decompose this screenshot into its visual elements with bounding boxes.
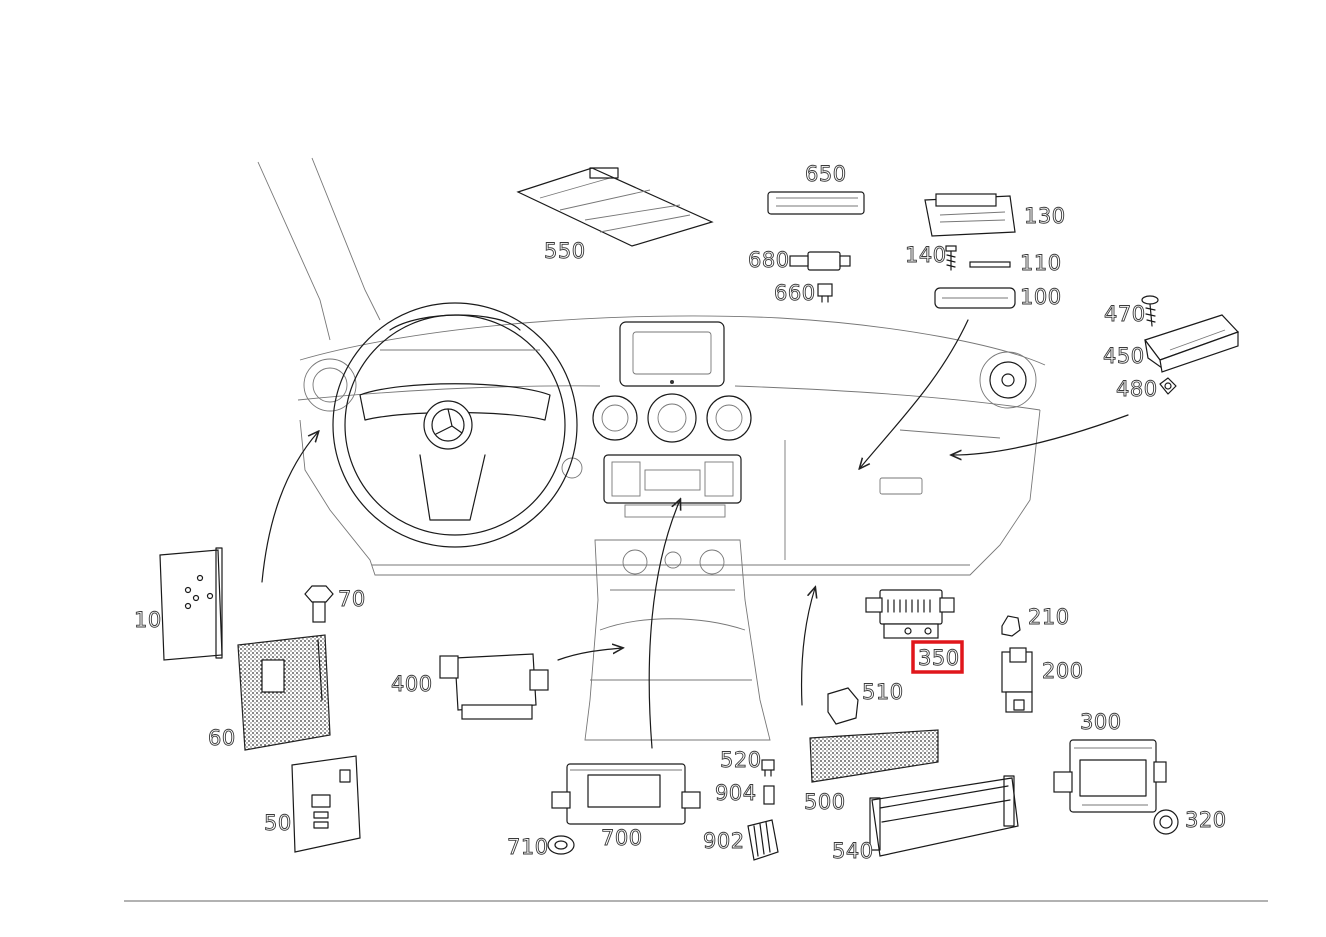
part-350-drawing bbox=[865, 589, 955, 639]
callout-650[interactable]: 650 bbox=[805, 162, 847, 187]
part-100-drawing bbox=[934, 287, 1016, 309]
part-650-drawing bbox=[767, 191, 865, 215]
part-140-drawing bbox=[945, 245, 957, 271]
callout-50[interactable]: 50 bbox=[264, 811, 292, 836]
callout-130[interactable]: 130 bbox=[1024, 204, 1066, 229]
part-710-drawing bbox=[547, 835, 575, 855]
callout-550[interactable]: 550 bbox=[544, 239, 586, 264]
callout-660[interactable]: 660 bbox=[774, 281, 816, 306]
callout-10[interactable]: 10 bbox=[134, 608, 162, 633]
steering-wheel bbox=[332, 302, 578, 548]
part-902-drawing bbox=[747, 819, 779, 861]
part-300-drawing bbox=[1053, 739, 1167, 813]
callout-510[interactable]: 510 bbox=[862, 680, 904, 705]
callout-680[interactable]: 680 bbox=[748, 248, 790, 273]
part-210-drawing bbox=[1001, 615, 1021, 637]
part-200-drawing bbox=[1001, 647, 1033, 713]
callout-70[interactable]: 70 bbox=[338, 587, 366, 612]
part-904-drawing bbox=[763, 785, 775, 805]
callout-902[interactable]: 902 bbox=[703, 829, 745, 854]
part-480-drawing bbox=[1159, 377, 1177, 395]
callout-480[interactable]: 480 bbox=[1116, 377, 1158, 402]
part-10-drawing bbox=[159, 547, 223, 661]
callout-520[interactable]: 520 bbox=[720, 748, 762, 773]
part-700-drawing bbox=[551, 763, 701, 825]
part-70-drawing bbox=[304, 585, 334, 623]
callout-110[interactable]: 110 bbox=[1020, 251, 1062, 276]
part-110-drawing bbox=[969, 261, 1011, 268]
part-550-drawing bbox=[516, 167, 714, 247]
callout-300[interactable]: 300 bbox=[1080, 710, 1122, 735]
callout-710[interactable]: 710 bbox=[507, 835, 549, 860]
part-660-drawing bbox=[817, 283, 833, 303]
dashboard-illustration bbox=[257, 157, 1129, 749]
part-130-drawing bbox=[924, 193, 1016, 237]
callout-350[interactable]: 350 bbox=[918, 646, 960, 671]
part-320-drawing bbox=[1153, 809, 1179, 835]
callout-140[interactable]: 140 bbox=[905, 243, 947, 268]
callout-320[interactable]: 320 bbox=[1185, 808, 1227, 833]
callout-200[interactable]: 200 bbox=[1042, 659, 1084, 684]
part-510-drawing bbox=[827, 687, 859, 725]
callout-540[interactable]: 540 bbox=[832, 839, 874, 864]
part-500-drawing bbox=[809, 729, 939, 783]
callout-60[interactable]: 60 bbox=[208, 726, 236, 751]
part-50-drawing bbox=[291, 755, 361, 853]
part-60-drawing bbox=[237, 634, 331, 751]
callout-470[interactable]: 470 bbox=[1104, 302, 1146, 327]
selected-part-highlight bbox=[911, 640, 964, 674]
part-520-drawing bbox=[761, 759, 775, 777]
part-400-drawing bbox=[439, 653, 549, 720]
callout-210[interactable]: 210 bbox=[1028, 605, 1070, 630]
part-680-drawing bbox=[789, 251, 851, 271]
callout-labels: 10 50 60 70 100 110 130 140 200 210 300 … bbox=[134, 162, 1227, 864]
callout-450[interactable]: 450 bbox=[1103, 344, 1145, 369]
callout-100[interactable]: 100 bbox=[1020, 285, 1062, 310]
part-470-drawing bbox=[1141, 295, 1159, 327]
callout-500[interactable]: 500 bbox=[804, 790, 846, 815]
part-540-drawing bbox=[869, 775, 1019, 857]
callout-700[interactable]: 700 bbox=[601, 826, 643, 851]
callout-904[interactable]: 904 bbox=[715, 781, 757, 806]
part-450-drawing bbox=[1144, 314, 1240, 373]
callout-400[interactable]: 400 bbox=[391, 672, 433, 697]
